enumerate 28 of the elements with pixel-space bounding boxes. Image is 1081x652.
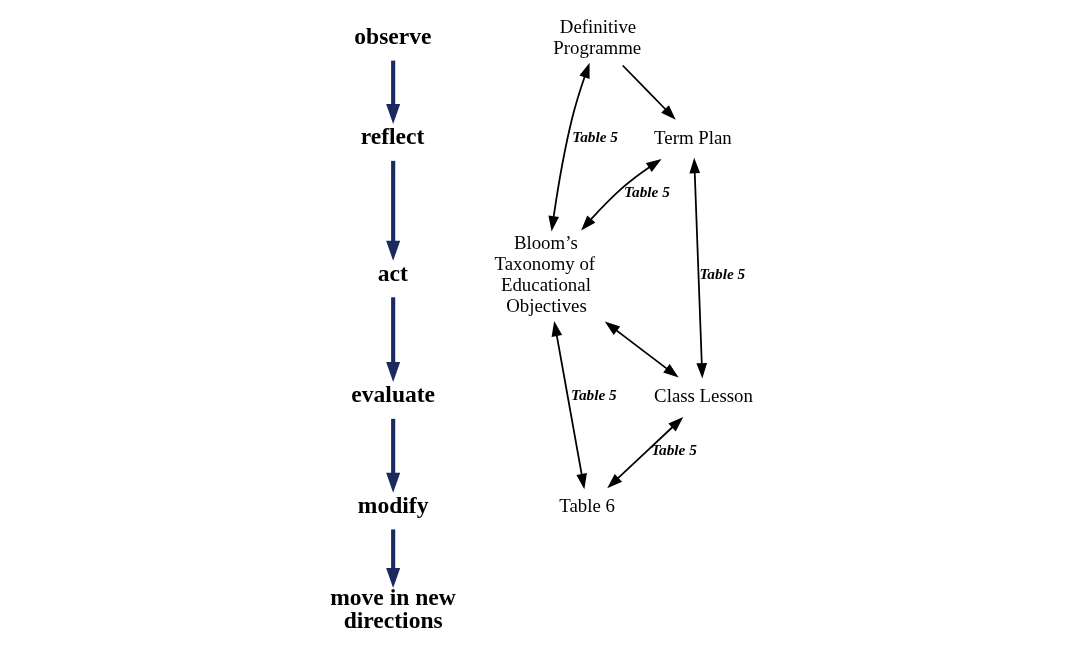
edge-label: Table 5 <box>650 441 697 459</box>
node-text: reflect <box>360 123 424 149</box>
arrow <box>688 157 707 379</box>
edge-label: Table 5 <box>571 128 618 146</box>
node-text: observe <box>353 22 431 49</box>
edge-label: Table 5 <box>698 264 745 282</box>
arrow <box>385 297 400 383</box>
node-text: evaluate <box>350 380 435 407</box>
node-text: Definitive Programme <box>552 16 641 59</box>
arrow <box>547 62 590 232</box>
arrow <box>606 417 683 489</box>
node-text: Bloom’s Taxonomy of Educational Objectives <box>493 231 595 317</box>
node-text: act <box>377 259 408 286</box>
node-text: Table 6 <box>558 495 615 517</box>
arrow <box>385 529 400 589</box>
arrow <box>580 159 662 231</box>
node-text: move in new directions <box>329 583 456 634</box>
node-text: Term Plan <box>653 126 732 148</box>
node-text: modify <box>357 491 428 518</box>
arrow <box>385 60 400 125</box>
arrow <box>604 321 679 378</box>
node-text: Class Lesson <box>653 384 753 406</box>
edge-label: Table 5 <box>570 386 617 404</box>
arrow <box>385 160 400 261</box>
arrow <box>385 418 400 493</box>
arrow <box>551 320 587 490</box>
edge-label: Table 5 <box>623 183 670 201</box>
arrow <box>621 64 676 120</box>
